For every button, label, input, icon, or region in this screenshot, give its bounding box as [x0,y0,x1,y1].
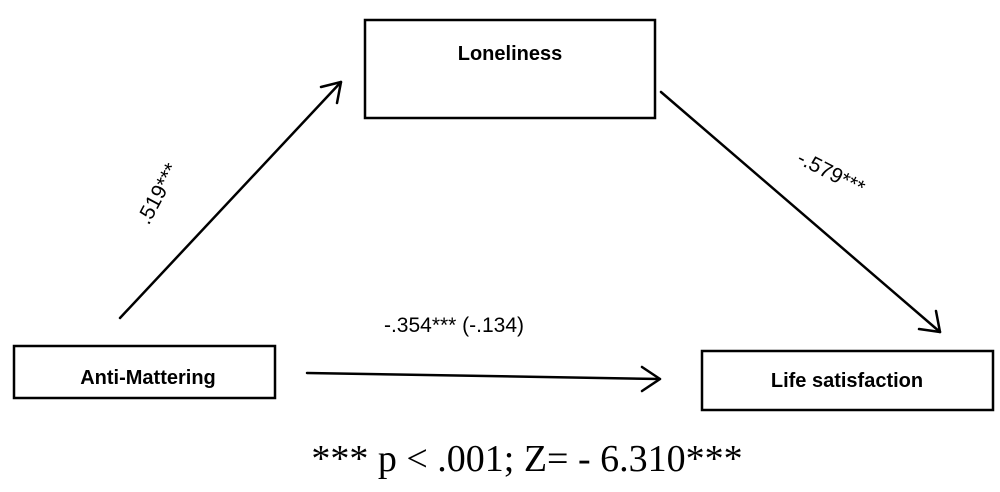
arrow-anti-mattering-to-loneliness [118,80,343,320]
node-anti-mattering-box [12,344,277,400]
node-loneliness: Loneliness [363,18,657,120]
path-a-label: .519*** [133,160,184,229]
arrow-c-line [305,371,662,381]
arrow-a-line [118,80,343,320]
path-b-label: -.579*** [793,147,868,200]
arrow-b-head [917,309,942,334]
node-life-satisfaction-box [700,349,995,412]
node-anti-mattering: Anti-Mattering [12,344,277,400]
node-life-satisfaction: Life satisfaction [700,349,995,412]
node-loneliness-box [363,18,657,120]
arrow-loneliness-to-life-satisfaction [659,90,942,334]
footnote: *** p < .001; Z= - 6.310*** [311,438,742,480]
node-life-satisfaction-label: Life satisfaction [771,370,923,392]
arrow-b-line [659,90,942,334]
path-c-label: -.354*** (-.134) [384,314,524,337]
arrow-c-head [640,365,662,393]
node-anti-mattering-label: Anti-Mattering [80,367,216,389]
node-loneliness-label: Loneliness [458,43,562,65]
arrow-anti-mattering-to-life-satisfaction [305,365,662,393]
arrow-a-head [319,80,343,105]
